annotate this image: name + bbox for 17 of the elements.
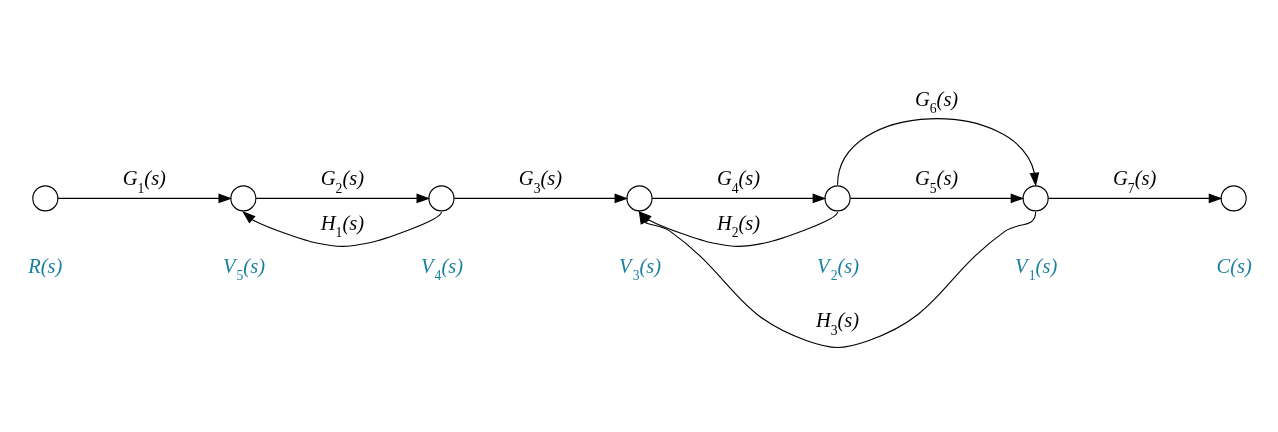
node-label: C(s) [1216,254,1252,277]
edge-label: G$_{4}$(s) [716,167,760,196]
edge-label: G$_{3}$(s) [518,167,562,196]
edge-label: H$_{2}$(s) [716,211,760,241]
edge-label: G$_{7}$(s) [1112,167,1156,196]
node-label: V$_{1}$(s) [1014,254,1057,284]
node-label: V$_{5}$(s) [222,254,265,284]
node-label: R(s) [27,254,62,277]
node-label: V$_{2}$(s) [816,254,859,284]
edge-label: G$_{5}$(s) [914,167,958,196]
node-label: V$_{4}$(s) [420,254,463,284]
edge-label: G$_{2}$(s) [320,167,364,196]
edge-label: G$_{6}$(s) [914,87,958,116]
edge-label: H$_{1}$(s) [320,211,364,241]
edge-label: H$_{3}$(s) [815,309,859,338]
edge-label: G$_{1}$(s) [122,167,166,196]
node-label: V$_{3}$(s) [618,254,661,284]
